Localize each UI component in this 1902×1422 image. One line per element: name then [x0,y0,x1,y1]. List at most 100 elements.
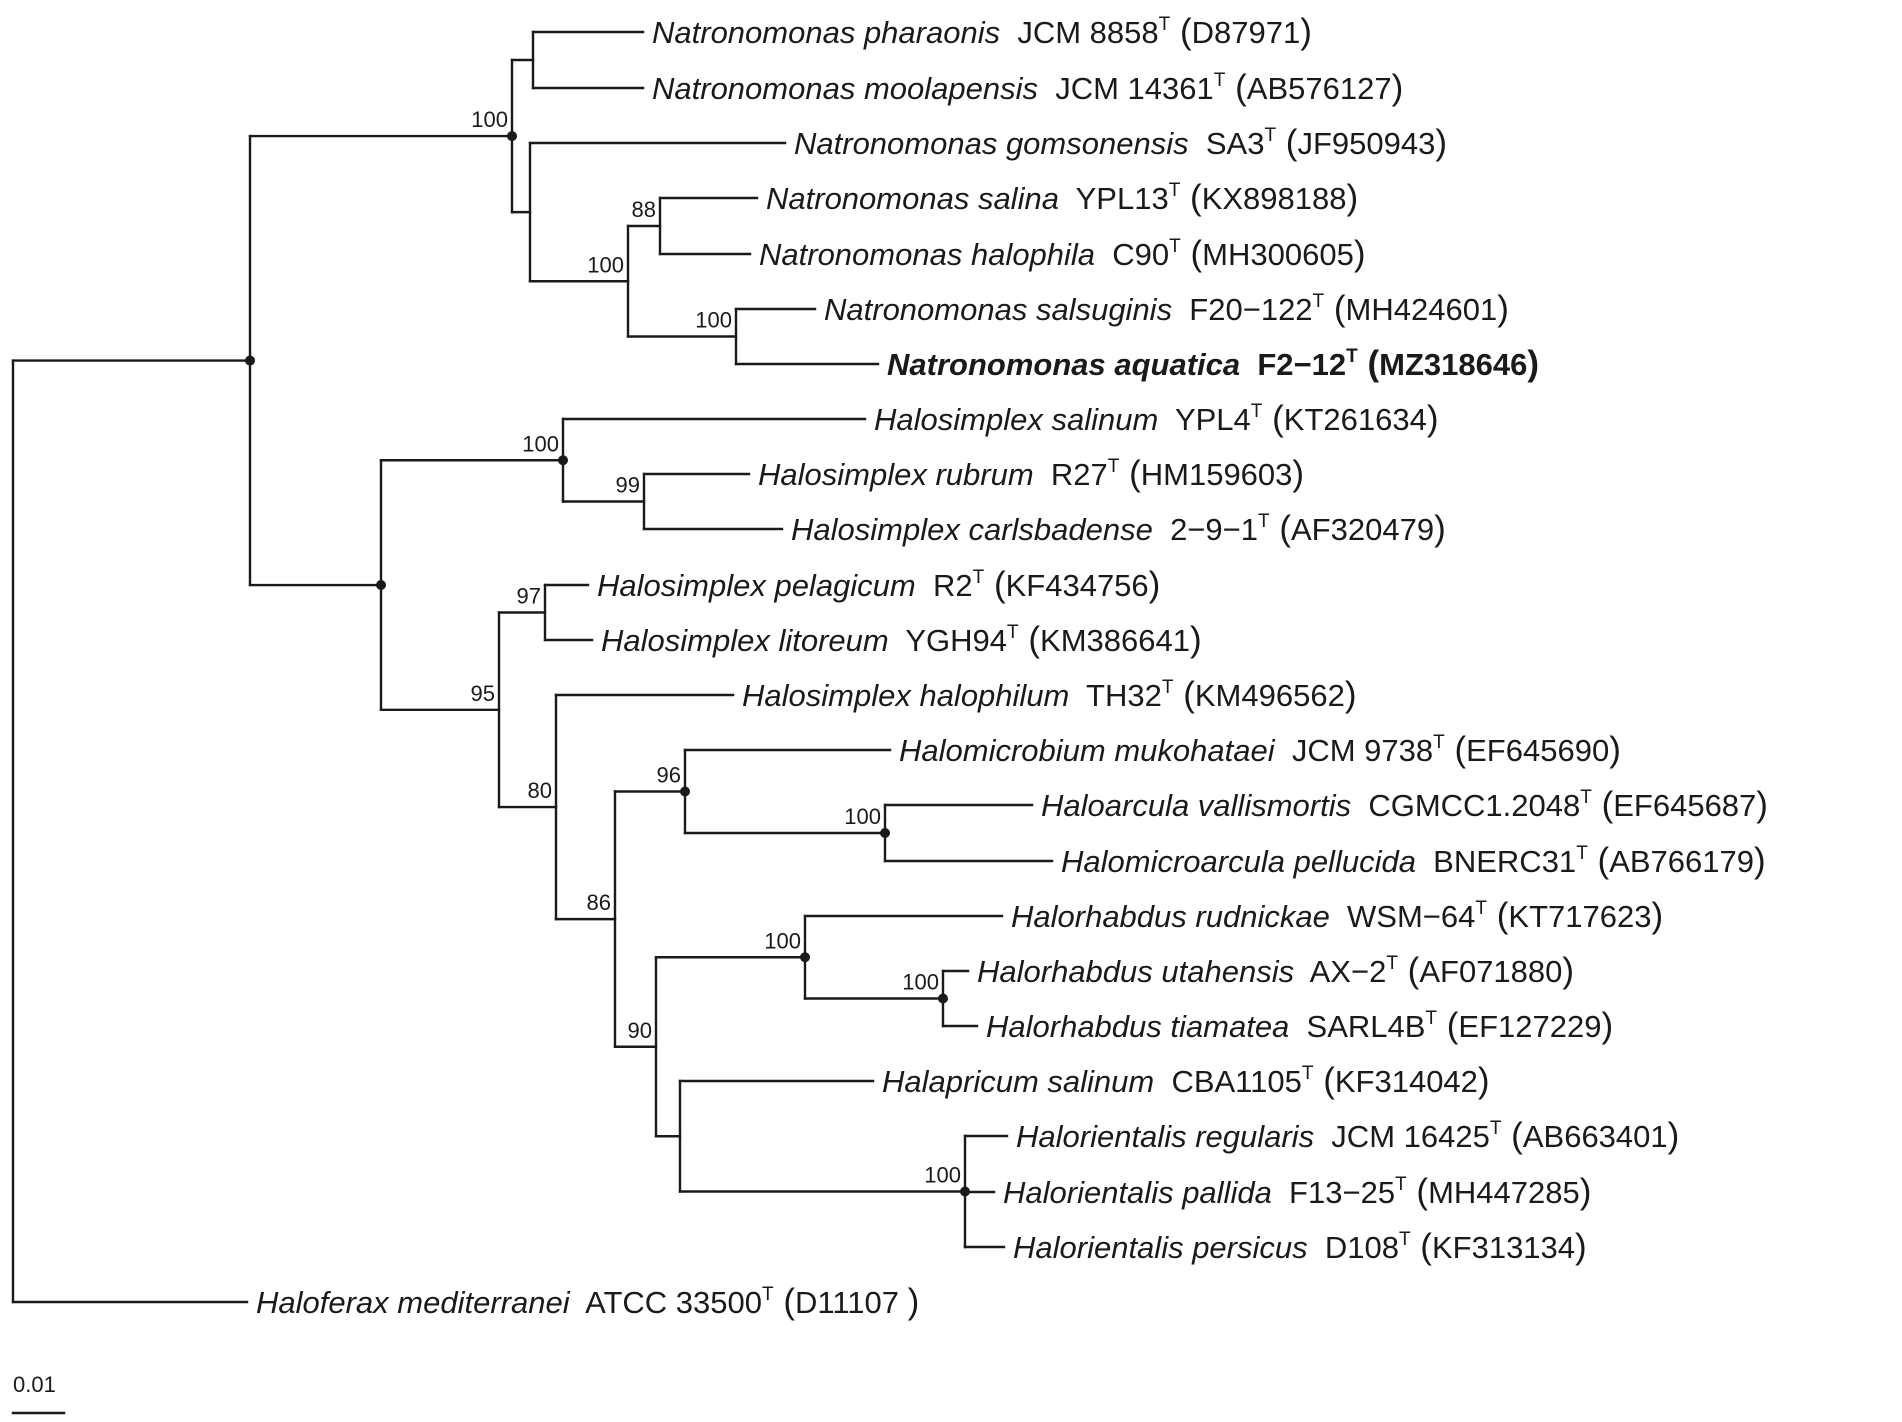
bootstrap-value-P: 100 [844,804,881,829]
type-strain-mark: T [1214,70,1226,91]
accession-number: KM496562 [1195,678,1345,713]
scale-bar-label: 0.01 [13,1372,56,1397]
taxon-labels: Natronomonas pharaonis JCM 8858T (D87971… [256,12,1768,1321]
accession-number: HM159603 [1141,457,1293,492]
bootstrap-value-U: 100 [924,1163,961,1188]
paren-close: ) [1497,289,1509,328]
type-strain-mark: T [1258,511,1270,532]
species-name: Halosimplex rubrum [758,457,1034,492]
species-name: Halorhabdus rudnickae [1011,899,1330,934]
paren-close: ) [1427,399,1439,438]
type-strain-mark: T [1475,898,1487,919]
paren-open: ( [1276,123,1298,162]
accession-number: KF313134 [1432,1230,1575,1265]
paren-open: ( [1588,841,1610,880]
strain-id: F2−12 [1240,347,1346,382]
node-dot-O [680,786,690,797]
paren-open: ( [1119,454,1141,493]
paren-close: ) [1149,565,1161,604]
bootstrap-value-J: 99 [616,473,640,498]
type-strain-mark: T [1169,236,1181,257]
taxon-label-t18: Halorhabdus utahensis AX−2T (AF071880) [977,951,1574,990]
paren-close: ) [1347,178,1359,217]
node-dot-I [558,455,568,466]
taxon-label-t3: Natronomonas gomsonensis SA3T (JF950943) [794,123,1447,162]
branches [11,30,1054,1304]
taxon-label-t5: Natronomonas halophila C90T (MH300605) [759,234,1365,273]
node-dot-S [938,993,948,1004]
species-name: Natronomonas moolapensis [652,71,1038,106]
species-name: Natronomonas salina [766,181,1059,216]
accession-number: EF127229 [1458,1009,1601,1044]
type-strain-mark: T [762,1284,774,1305]
type-strain-mark: T [1433,732,1445,753]
taxon-label-t10: Halosimplex carlsbadense 2−9−1T (AF32047… [791,509,1446,548]
accession-number: D87971 [1192,15,1301,50]
bootstrap-value-R: 100 [764,928,801,953]
accession-number: AB576127 [1247,71,1392,106]
accession-number: KM386641 [1040,623,1190,658]
accession-number: EF645690 [1466,733,1609,768]
paren-open: ( [1398,951,1420,990]
taxon-label-t20: Halapricum salinum CBA1105T (KF314042) [882,1061,1490,1100]
accession-number: AB766179 [1609,844,1754,879]
taxon-label-t24: Haloferax mediterranei ATCC 33500T (D111… [256,1282,919,1321]
paren-close: ) [1434,509,1446,548]
strain-id: AX−2 [1294,954,1386,989]
node-dot-B [507,131,517,142]
strain-id: JCM 9738 [1275,733,1434,768]
paren-open: ( [1501,1116,1523,1155]
taxon-label-t14: Halomicrobium mukohataei JCM 9738T (EF64… [899,730,1621,769]
species-name: Halosimplex litoreum [601,623,889,658]
strain-id: SA3 [1189,126,1265,161]
bootstrap-value-E: 100 [587,252,624,277]
paren-open: ( [984,565,1006,604]
paren-close: ) [1754,841,1766,880]
node-dot-U [960,1186,970,1197]
paren-close: ) [1562,951,1574,990]
species-name: Natronomonas pharaonis [652,15,1000,50]
type-strain-mark: T [1108,456,1120,477]
accession-number: MH300605 [1202,237,1354,272]
paren-close: ) [1575,1227,1587,1266]
taxon-label-t2: Natronomonas moolapensis JCM 14361T (AB5… [652,68,1403,107]
species-name: Halomicrobium mukohataei [899,733,1276,768]
species-name: Halosimplex carlsbadense [791,512,1153,547]
accession-number: D11107 [795,1285,908,1320]
paren-open: ( [1262,399,1284,438]
taxon-label-t11: Halosimplex pelagicum R2T (KF434756) [597,565,1160,604]
strain-id: CBA1105 [1154,1064,1302,1099]
paren-close: ) [1392,68,1404,107]
paren-open: ( [1225,68,1247,107]
type-strain-mark: T [1490,1118,1502,1139]
strain-id: JCM 14361 [1038,71,1214,106]
species-name: Halosimplex halophilum [742,678,1069,713]
paren-close: ) [1601,1006,1613,1045]
taxon-label-t17: Halorhabdus rudnickae WSM−64T (KT717623) [1011,896,1663,935]
species-name: Halorhabdus utahensis [977,954,1294,989]
paren-open: ( [1019,620,1041,659]
paren-open: ( [1180,178,1202,217]
paren-close: ) [1300,12,1312,51]
paren-open: ( [1487,896,1509,935]
accession-number: KT717623 [1508,899,1651,934]
type-strain-mark: T [1386,953,1398,974]
strain-id: D108 [1308,1230,1399,1265]
bootstrap-value-M: 80 [528,778,552,803]
type-strain-mark: T [1399,1229,1411,1250]
accession-number: MZ318646 [1379,347,1527,382]
bootstrap-value-K: 95 [471,681,495,706]
type-strain-mark: T [1580,787,1592,808]
bootstrap-value-O: 96 [657,763,681,788]
paren-open: ( [1592,785,1614,824]
strain-id: SARL4B [1289,1009,1425,1044]
species-name: Natronomonas gomsonensis [794,126,1189,161]
accession-number: KX898188 [1202,181,1347,216]
accession-number: AF071880 [1419,954,1562,989]
type-strain-mark: T [1251,401,1263,422]
strain-id: TH32 [1069,678,1161,713]
species-name: Halosimplex pelagicum [597,568,916,603]
strain-id: ATCC 33500 [570,1285,762,1320]
type-strain-mark: T [1169,180,1181,201]
